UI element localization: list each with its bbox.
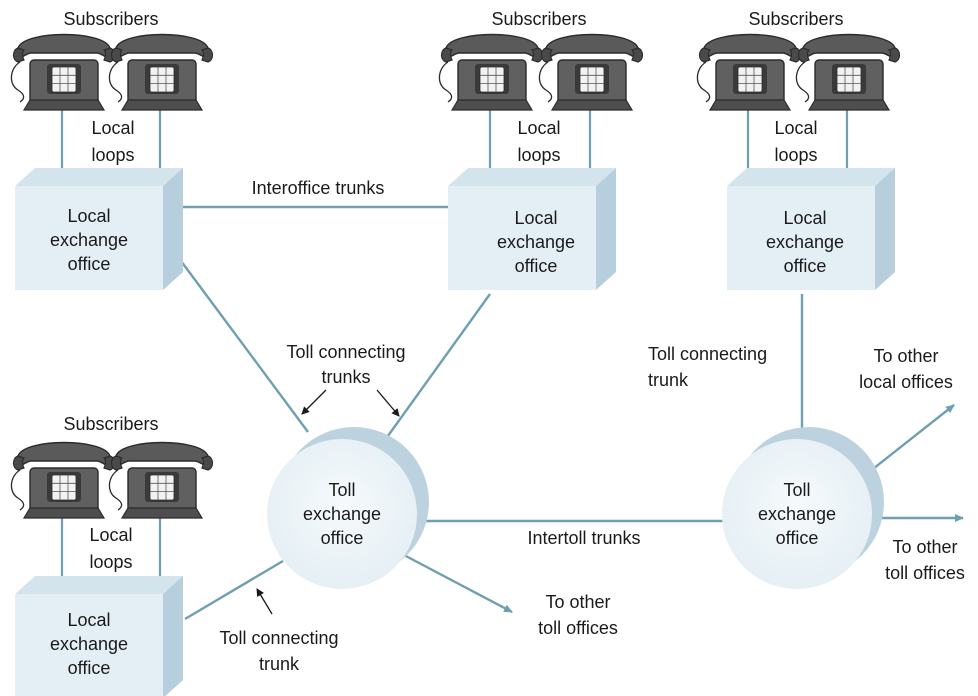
local-loops-label: Local loops: [517, 118, 560, 165]
svg-text:loops: loops: [89, 552, 132, 572]
svg-text:office: office: [68, 658, 111, 678]
svg-text:exchange: exchange: [497, 232, 575, 252]
toll-connecting-line-middle: [384, 293, 491, 441]
toll-office-right: Toll exchange office: [722, 427, 884, 589]
telephone-icon: [438, 33, 544, 111]
to-other-toll-offices-label-right: To other toll offices: [885, 537, 965, 583]
local-office-2: Local exchange office: [448, 168, 616, 290]
telephone-icon: [10, 33, 116, 111]
svg-text:To other: To other: [545, 592, 610, 612]
svg-text:Local: Local: [67, 610, 110, 630]
svg-text:exchange: exchange: [50, 634, 128, 654]
telephone-icon: [795, 33, 901, 111]
svg-text:Local: Local: [91, 118, 134, 138]
pointer-arrows: [256, 389, 400, 615]
local-loops-label: Local loops: [91, 118, 134, 165]
telephone-icon: [696, 33, 802, 111]
toll-connecting-trunks-label: Toll connecting trunks: [286, 342, 405, 387]
svg-text:trunk: trunk: [259, 654, 300, 674]
local-loops-label: Local loops: [89, 525, 132, 572]
svg-text:Local: Local: [783, 208, 826, 228]
svg-text:Local: Local: [774, 118, 817, 138]
svg-text:trunks: trunks: [321, 367, 370, 387]
subscribers-label: Subscribers: [491, 9, 586, 29]
svg-text:Toll: Toll: [783, 480, 810, 500]
svg-text:exchange: exchange: [766, 232, 844, 252]
subscribers-label: Subscribers: [748, 9, 843, 29]
svg-text:office: office: [515, 256, 558, 276]
to-other-toll-offices-label-left: To other toll offices: [538, 592, 618, 638]
toll-connecting-trunk-label-right: Toll connecting trunk: [648, 344, 767, 390]
svg-text:Local: Local: [517, 118, 560, 138]
subscribers-label: Subscribers: [63, 414, 158, 434]
subscribers-label: Subscribers: [63, 9, 158, 29]
arrow-right-local-offices: [863, 404, 955, 477]
toll-office-left: Toll exchange office: [267, 427, 429, 589]
svg-text:loops: loops: [517, 145, 560, 165]
svg-text:loops: loops: [91, 145, 134, 165]
svg-text:exchange: exchange: [50, 230, 128, 250]
arrow-left-toll-offices: [401, 552, 513, 614]
toll-connecting-trunk-label-bottom: Toll connecting trunk: [219, 628, 338, 674]
svg-text:loops: loops: [774, 145, 817, 165]
telephone-icon: [108, 441, 214, 519]
svg-text:toll offices: toll offices: [538, 618, 618, 638]
local-office-4: Local exchange office: [15, 576, 183, 696]
to-other-local-offices-label: To other local offices: [859, 346, 953, 392]
svg-text:Toll: Toll: [328, 480, 355, 500]
telephone-icon: [10, 441, 116, 519]
telephone-icon: [538, 33, 644, 111]
svg-text:To other: To other: [892, 537, 957, 557]
svg-text:office: office: [68, 254, 111, 274]
svg-text:Local: Local: [67, 206, 110, 226]
intertoll-trunks-label: Intertoll trunks: [527, 528, 640, 548]
svg-text:exchange: exchange: [758, 504, 836, 524]
svg-text:office: office: [776, 528, 819, 548]
local-office-1: Local exchange office: [15, 168, 183, 290]
svg-text:trunk: trunk: [648, 370, 689, 390]
toll-connecting-line-bottom: [184, 559, 284, 621]
interoffice-trunks-label: Interoffice trunks: [252, 178, 385, 198]
toll-connecting-line-left: [180, 260, 309, 433]
svg-text:Local: Local: [89, 525, 132, 545]
svg-text:To other: To other: [873, 346, 938, 366]
svg-text:office: office: [321, 528, 364, 548]
svg-text:local offices: local offices: [859, 372, 953, 392]
local-office-3: Local exchange office: [727, 168, 895, 290]
svg-text:Toll connecting: Toll connecting: [219, 628, 338, 648]
svg-text:Toll connecting: Toll connecting: [286, 342, 405, 362]
svg-text:Local: Local: [514, 208, 557, 228]
telephone-icon: [108, 33, 214, 111]
svg-text:office: office: [784, 256, 827, 276]
svg-text:Toll connecting: Toll connecting: [648, 344, 767, 364]
trunk-lines: [180, 205, 964, 621]
local-loops-label: Local loops: [774, 118, 817, 165]
svg-text:toll offices: toll offices: [885, 563, 965, 583]
svg-text:exchange: exchange: [303, 504, 381, 524]
